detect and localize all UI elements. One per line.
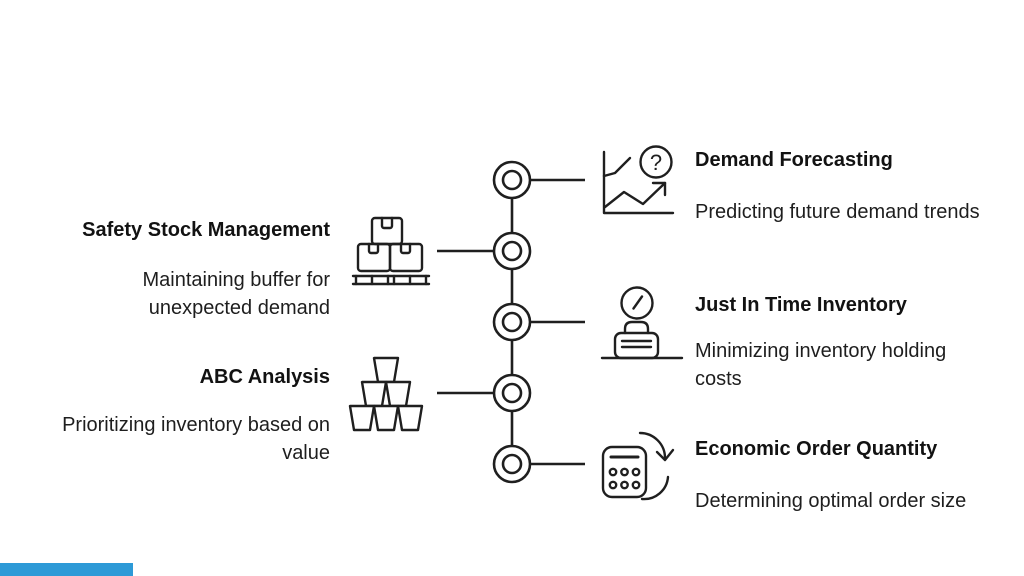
abc-analysis-description: Prioritizing inventory based on value bbox=[62, 414, 330, 464]
economic-order-quantity-description: Determining optimal order size bbox=[695, 490, 967, 512]
just-in-time-title: Just In Time Inventory bbox=[695, 294, 907, 316]
demand-forecasting-title: Demand Forecasting bbox=[695, 149, 893, 171]
demand-forecasting-description: Predicting future demand trends bbox=[695, 201, 980, 223]
calculator-cycle-icon bbox=[601, 431, 675, 501]
pallet-boxes-icon bbox=[351, 216, 431, 286]
line-chart-question-icon: ? bbox=[602, 145, 675, 215]
safety-stock-description: Maintaining buffer for unexpected demand bbox=[142, 269, 330, 319]
clock-briefcase-icon bbox=[600, 286, 684, 360]
economic-order-quantity-title: Economic Order Quantity bbox=[695, 438, 938, 460]
accent-bar bbox=[0, 563, 133, 576]
stacked-bins-icon bbox=[348, 356, 424, 432]
safety-stock-title: Safety Stock Management bbox=[82, 219, 330, 241]
question-mark-glyph: ? bbox=[650, 150, 662, 175]
abc-analysis-title: ABC Analysis bbox=[199, 366, 330, 388]
just-in-time-description: Minimizing inventory holding costs bbox=[695, 340, 947, 390]
